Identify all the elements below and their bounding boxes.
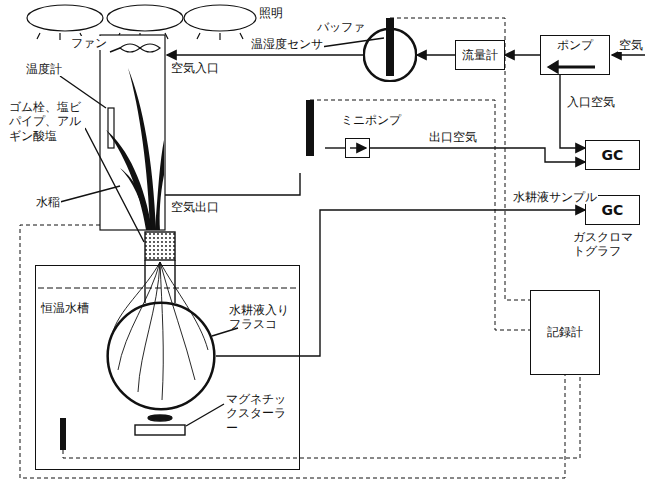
tube-connector [505, 54, 540, 55]
node-text: GC [602, 147, 624, 164]
pump-box: ポンプ [540, 35, 610, 75]
part-label: ゴム栓、塩ビパイプ、アルギン酸塩 [8, 100, 85, 143]
node-text: 記録計 [547, 325, 583, 339]
node-text: ミニポンプ [341, 113, 401, 127]
part-label: 空気出口 [170, 200, 220, 214]
flow-meter: 流量計 [455, 40, 505, 70]
part-label: 空気 [618, 38, 644, 52]
node-text: 流量計 [462, 48, 498, 62]
part-label: 温度計 [25, 62, 63, 76]
node-text: 水耕液入りフラスコ [229, 303, 299, 332]
tube-connector [560, 75, 585, 148]
buffer-vessel: バッファ [363, 28, 417, 82]
node-text: GC [602, 202, 624, 219]
flask: 水耕液入りフラスコ [106, 301, 216, 411]
round-outline [106, 301, 216, 411]
tube-connector [370, 148, 585, 162]
round-outline [363, 28, 417, 82]
node-text: ポンプ [557, 38, 593, 52]
edge-label: 水耕液サンプル [512, 190, 598, 204]
water-bath: 恒温水槽 水耕液入りフラスコ [35, 265, 300, 470]
edge-label: 入口空気 [566, 95, 616, 109]
part-label: 空気入口 [170, 61, 220, 75]
gc-box: GC [585, 140, 640, 170]
part-label: ファン [70, 36, 108, 50]
node-text: 恒温水槽 [41, 301, 89, 315]
edge-label: 出口空気 [428, 130, 478, 144]
mini-pump: ミニポンプ [345, 138, 370, 158]
node-text: ガスクロマトグラフ [573, 230, 643, 259]
node-text: バッファ [317, 20, 365, 34]
part-label: マグネチックスターラー [225, 392, 297, 435]
part-label: 温湿度センサ [250, 37, 324, 51]
part-label: 照明 [258, 6, 284, 20]
part-label: 水稲 [35, 195, 61, 209]
recorder-box: 記録計 [530, 290, 600, 375]
tube-connector [417, 54, 455, 55]
